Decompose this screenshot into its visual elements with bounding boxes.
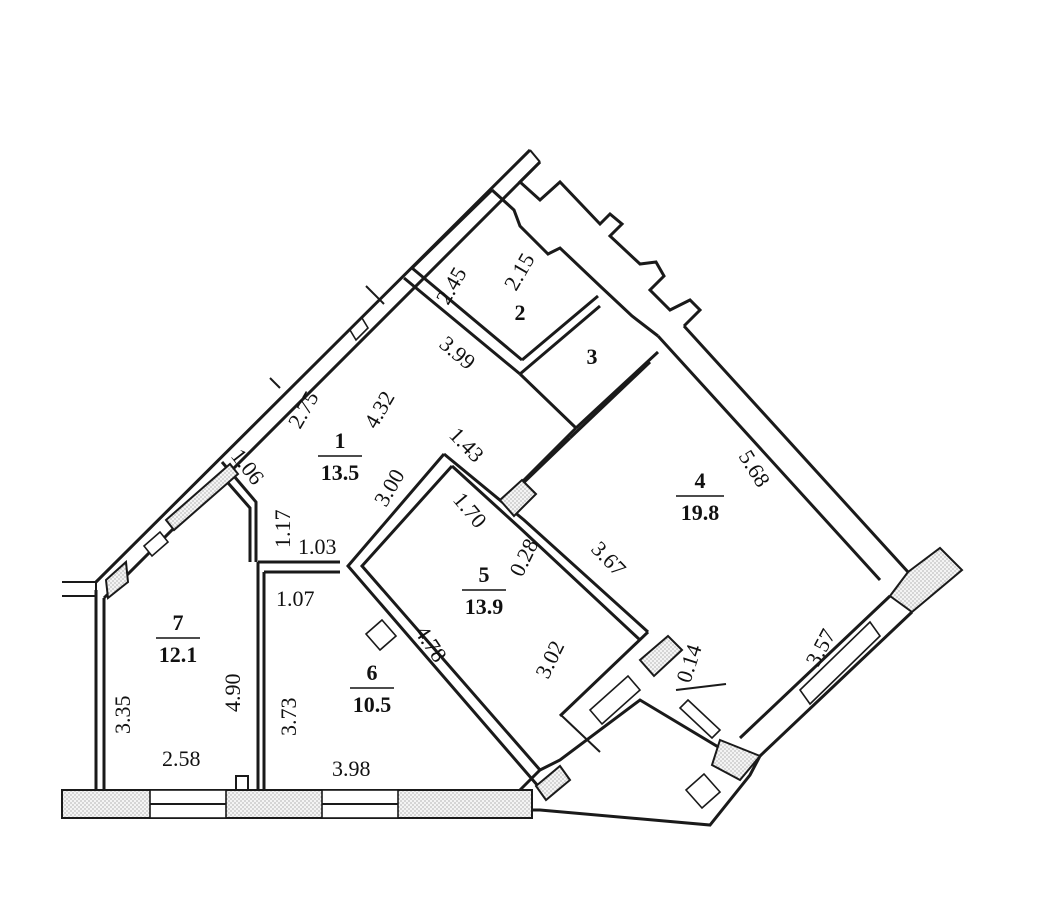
dim-label: 4.90	[220, 674, 245, 713]
room-3-label: 3	[587, 344, 598, 369]
dim-label: 4.32	[359, 387, 400, 433]
room-5-label: 5 13.9	[462, 562, 506, 619]
room-4-label: 4 19.8	[676, 468, 724, 525]
dim-label: 1.17	[270, 510, 295, 549]
svg-text:12.1: 12.1	[159, 642, 198, 667]
dim-label: 2.45	[431, 263, 472, 309]
room-2-label: 2	[515, 300, 526, 325]
dim-label: 0.28	[504, 535, 543, 581]
dim-label: 3.73	[276, 698, 301, 737]
dim-label: 1.07	[276, 586, 315, 611]
dim-label: 3.00	[369, 465, 410, 511]
room-7-label: 7 12.1	[156, 610, 200, 667]
dim-label: 1.70	[448, 487, 492, 533]
svg-text:1: 1	[335, 428, 346, 453]
interior-walls	[220, 188, 660, 790]
dim-label: 5.68	[734, 445, 776, 491]
dim-label: 3.02	[530, 637, 569, 683]
room-6-label: 6 10.5	[350, 660, 394, 717]
svg-text:5: 5	[479, 562, 490, 587]
dimension-labels: 2.45 2.15 3.99 4.32 2.75 1.06 3.00 1.43 …	[110, 249, 840, 781]
dim-label: 3.98	[332, 756, 371, 781]
outer-walls	[61, 148, 964, 827]
room-labels: 1 13.5 2 3 4 19.8 5 13.9 6 10.5 7 12.1	[156, 300, 724, 717]
svg-text:4: 4	[695, 468, 706, 493]
svg-text:2: 2	[515, 300, 526, 325]
svg-text:6: 6	[367, 660, 378, 685]
hatched-details	[104, 316, 762, 810]
svg-text:13.5: 13.5	[321, 460, 360, 485]
svg-text:7: 7	[173, 610, 184, 635]
dim-label: 3.67	[586, 536, 631, 581]
dim-label: 1.06	[226, 444, 269, 490]
svg-text:13.9: 13.9	[465, 594, 504, 619]
svg-text:10.5: 10.5	[353, 692, 392, 717]
room-1-label: 1 13.5	[318, 428, 362, 485]
dim-label: 2.58	[162, 746, 201, 771]
dim-label: 2.15	[499, 249, 540, 295]
dim-label: 3.35	[110, 696, 135, 735]
windows	[149, 620, 882, 819]
svg-text:3: 3	[587, 344, 598, 369]
dim-label: 2.75	[283, 387, 324, 433]
svg-text:19.8: 19.8	[681, 500, 720, 525]
dim-label: 1.03	[298, 534, 337, 559]
dimension-ticks	[269, 285, 727, 753]
